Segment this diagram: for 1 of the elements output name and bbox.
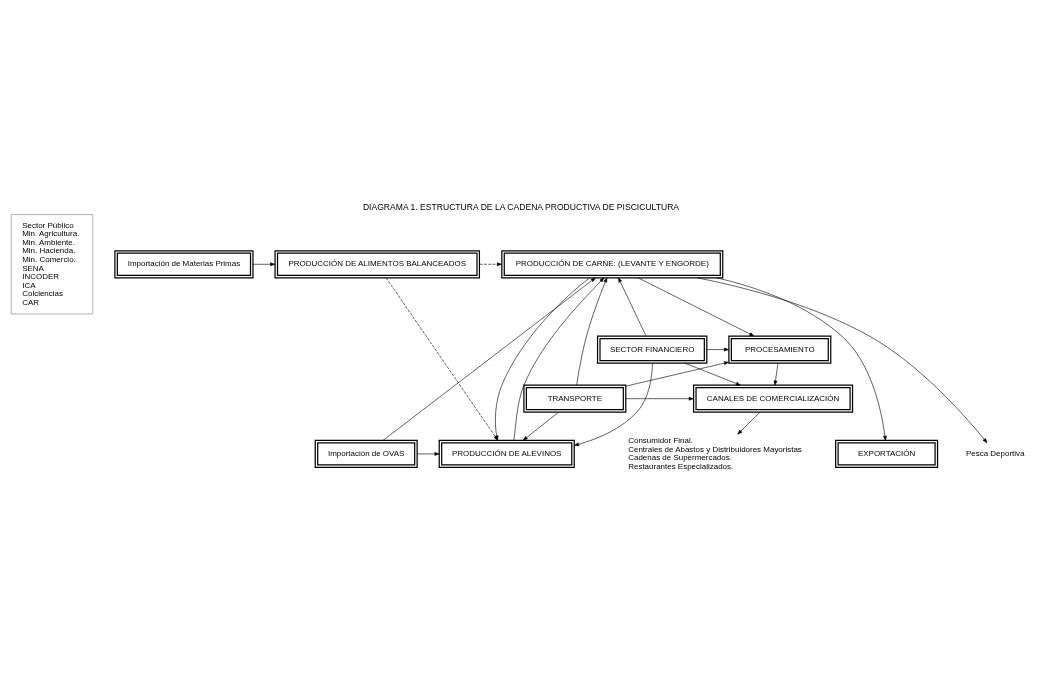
diagram-title: DIAGRAMA 1. ESTRUCTURA DE LA CADENA PRODUCTIVA DE PISCICULTURA xyxy=(362,201,680,212)
